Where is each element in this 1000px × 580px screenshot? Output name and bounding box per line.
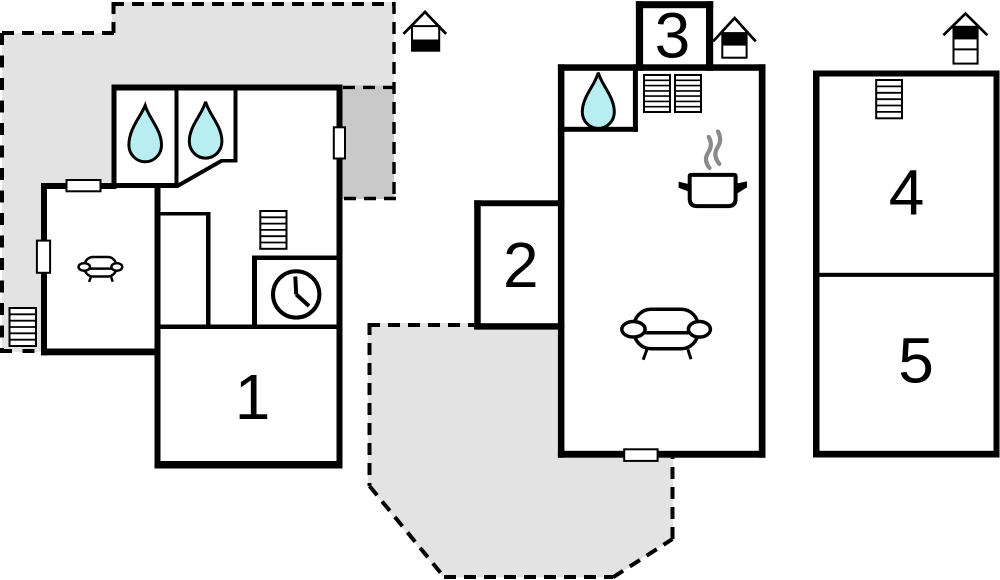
svg-text:4: 4 [889, 157, 925, 229]
svg-text:1: 1 [235, 361, 271, 433]
svg-text:2: 2 [503, 229, 539, 301]
svg-text:3: 3 [655, 0, 691, 71]
svg-text:5: 5 [898, 324, 934, 396]
